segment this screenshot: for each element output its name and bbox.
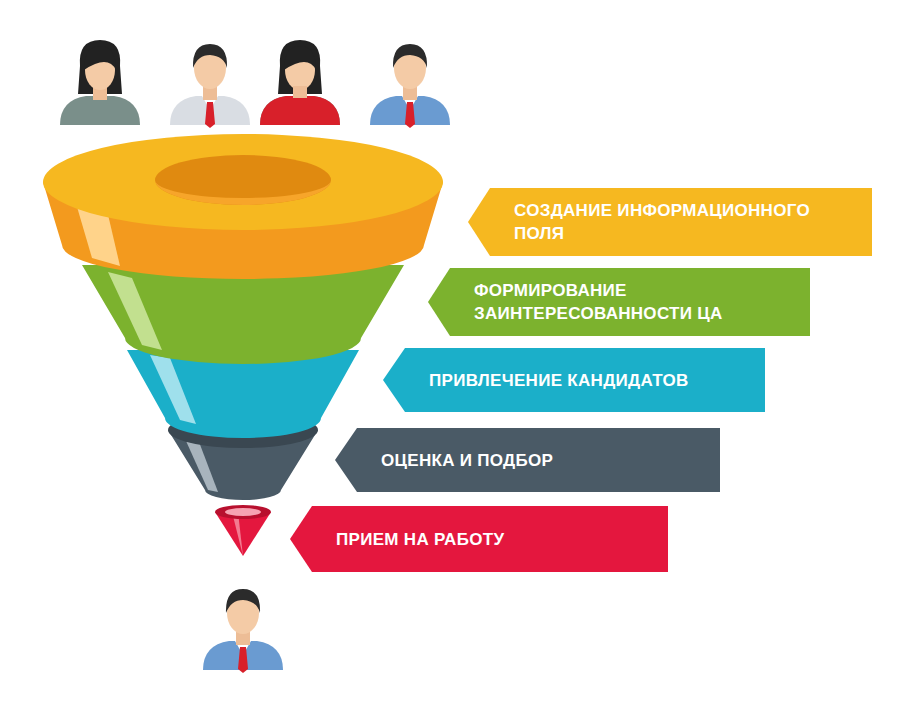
banner-shape xyxy=(428,268,810,336)
stage-label: ПРИВЛЕЧЕНИЕ КАНДИДАТОВ xyxy=(429,369,749,392)
person-icon xyxy=(170,44,250,128)
stage-banner: ОЦЕНКА И ПОДБОР xyxy=(335,428,720,492)
banner-shape xyxy=(468,188,872,256)
stage-label: ФОРМИРОВАНИЕ ЗАИНТЕРЕСОВАННОСТИ ЦА xyxy=(474,279,794,325)
person-icon xyxy=(260,40,340,125)
stage-label: ОЦЕНКА И ПОДБОР xyxy=(381,449,704,472)
stage-banner: ПРИВЛЕЧЕНИЕ КАНДИДАТОВ xyxy=(383,348,765,412)
stage-label: СОЗДАНИЕ ИНФОРМАЦИОННОГО ПОЛЯ xyxy=(514,199,856,245)
stage-label: ПРИЕМ НА РАБОТУ xyxy=(336,528,652,551)
funnel xyxy=(43,134,443,556)
stage-banner: ФОРМИРОВАНИЕ ЗАИНТЕРЕСОВАННОСТИ ЦА xyxy=(428,268,810,336)
stage-banner: ПРИЕМ НА РАБОТУ xyxy=(290,506,668,572)
person-icon xyxy=(370,44,450,128)
stage-banner: СОЗДАНИЕ ИНФОРМАЦИОННОГО ПОЛЯ xyxy=(468,188,872,256)
person-icon xyxy=(203,589,283,673)
